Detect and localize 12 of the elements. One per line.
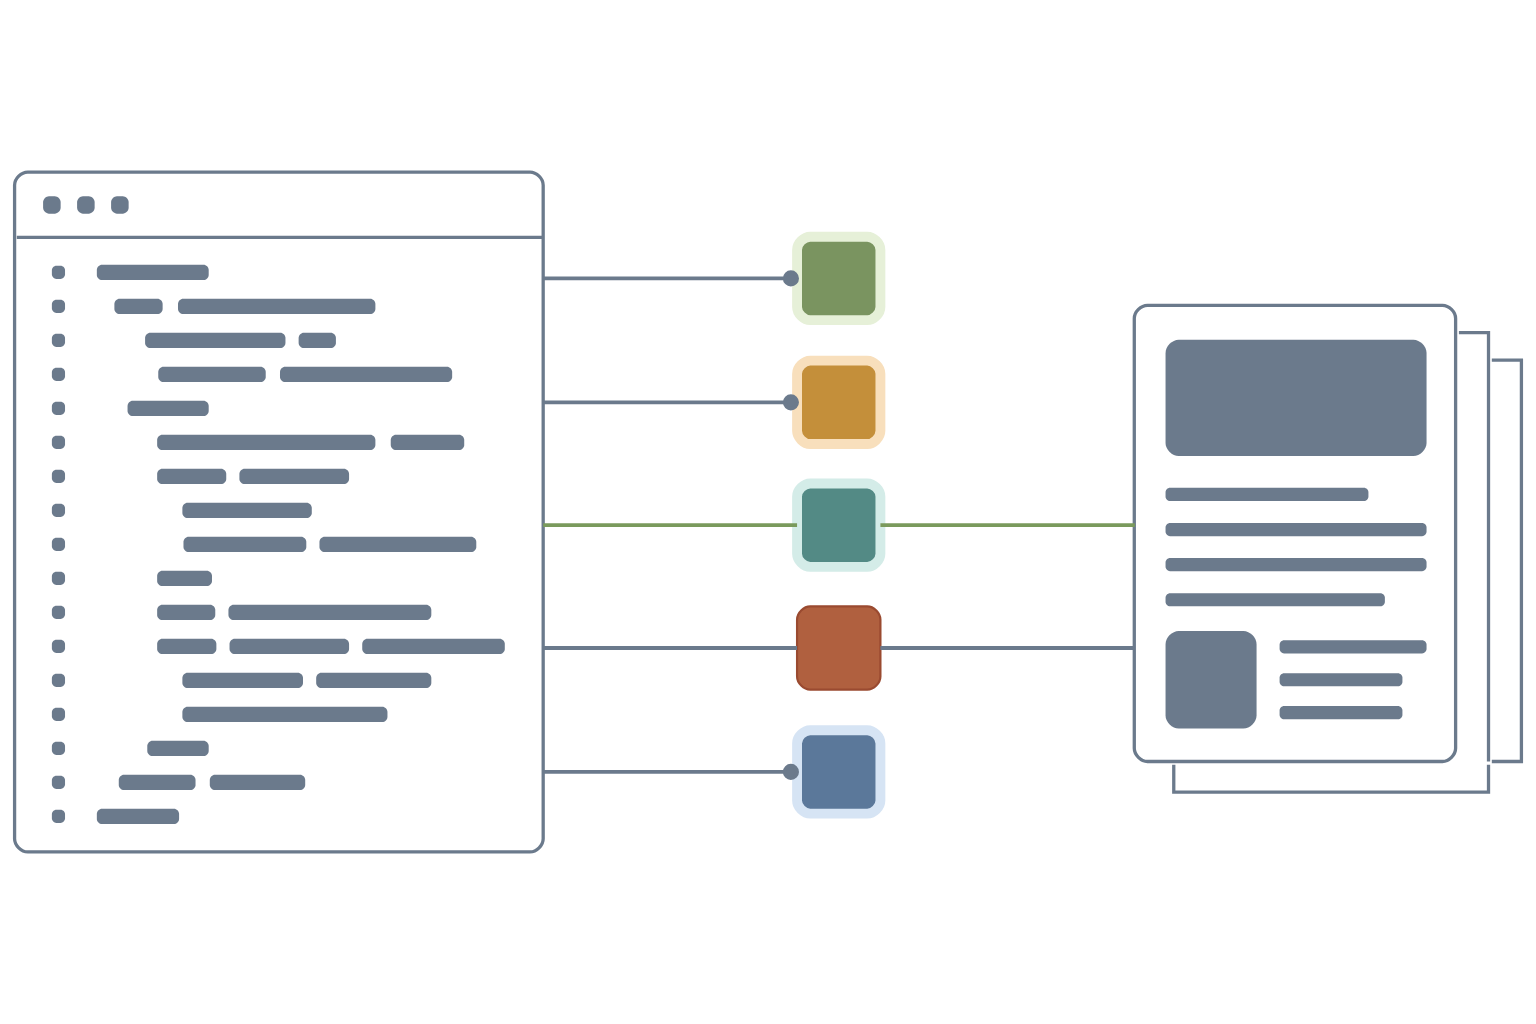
node-box xyxy=(792,231,886,325)
connector xyxy=(880,646,1135,650)
connector xyxy=(543,646,798,650)
node-box xyxy=(795,605,882,691)
node-box xyxy=(792,725,886,819)
connector xyxy=(543,763,799,780)
node-box xyxy=(792,355,886,449)
connector xyxy=(543,523,798,528)
connector xyxy=(880,523,1135,528)
connector xyxy=(543,270,799,287)
node-box xyxy=(792,478,886,572)
connector xyxy=(543,394,799,411)
